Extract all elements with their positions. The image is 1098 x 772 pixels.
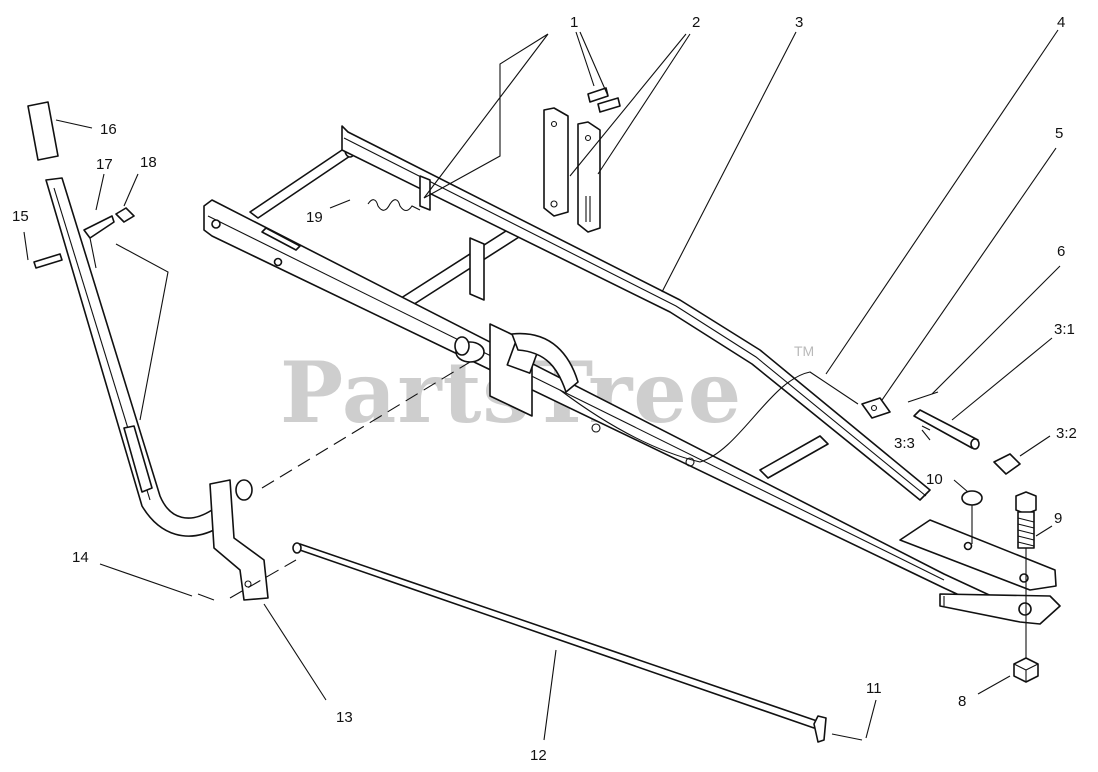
callout-3-2: 3:2 [1056,425,1077,442]
callout-8: 8 [958,693,966,710]
callout-11: 11 [866,680,882,697]
callout-16: 16 [100,121,117,138]
callout-4: 4 [1057,14,1065,31]
lift-rod [292,542,827,743]
latch-clip [861,397,891,419]
watermark-trademark: TM [794,343,814,359]
callout-labels: 1 2 3 4 5 6 3:1 3:2 3:3 10 9 8 11 12 13 … [12,14,1077,764]
lever-grip [27,101,59,161]
callout-18: 18 [140,154,157,171]
callout-19: 19 [306,209,323,226]
cotter-pin [907,391,939,403]
callout-17: 17 [96,156,113,173]
pivot-bracket [209,479,269,601]
callout-6: 6 [1057,243,1065,260]
callout-1: 1 [570,14,578,31]
leader-lines [23,29,1061,741]
callout-3-3: 3:3 [894,435,915,452]
lift-lever [45,177,219,537]
callout-13: 13 [336,709,353,726]
lift-spring [367,199,421,212]
callout-12: 12 [530,747,547,764]
lever-bolt [33,253,63,269]
pin-assembly [913,409,1021,475]
rod-clip [831,733,863,741]
bracket-bolts [587,87,621,113]
spring-cable [559,371,859,467]
callout-2: 2 [692,14,700,31]
callout-14: 14 [72,549,89,566]
hitch-cap [961,490,983,544]
callout-15: 15 [12,208,29,225]
hitch-frame [203,125,1061,625]
callout-9: 9 [1054,510,1062,527]
hitch-bolt [1015,491,1037,664]
alignment-lines [229,361,471,599]
hex-nut [1013,657,1039,683]
callout-5: 5 [1055,125,1063,142]
bracket-plates [543,107,601,233]
callout-10: 10 [926,471,943,488]
lever-guide [115,243,169,421]
clevis-pin [197,593,215,601]
callout-3: 3 [795,14,803,31]
callout-3-1: 3:1 [1054,321,1075,338]
lever-nut [115,207,135,223]
